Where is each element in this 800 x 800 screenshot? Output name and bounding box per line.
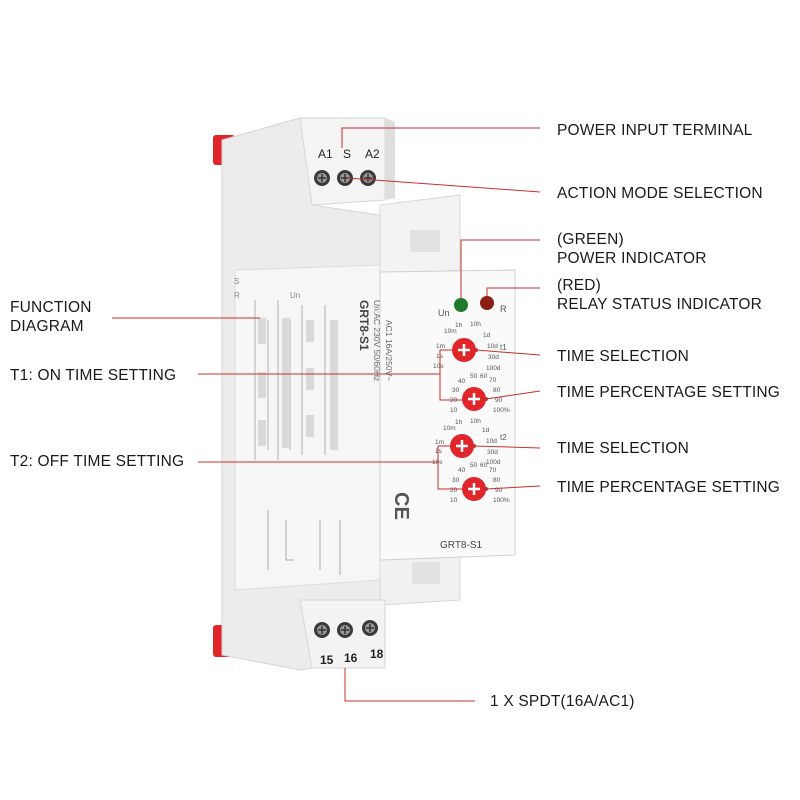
dial-label-t2: t2: [500, 433, 507, 442]
t2-percentage-dial[interactable]: [462, 477, 486, 501]
label-power-indicator-color: (GREEN): [557, 231, 624, 248]
svg-text:30: 30: [452, 387, 460, 394]
terminal-label-a1: A1: [318, 147, 333, 161]
svg-text:1m: 1m: [436, 343, 445, 350]
svg-text:100%: 100%: [493, 497, 510, 504]
svg-text:20: 20: [450, 487, 458, 494]
label-relay-status-color: (RED): [557, 277, 602, 294]
svg-text:1m: 1m: [435, 439, 444, 446]
side-label-S: S: [234, 277, 239, 286]
svg-text:100%: 100%: [493, 407, 510, 414]
terminal-label-18: 18: [370, 647, 384, 661]
svg-text:80: 80: [493, 477, 501, 484]
label-function-diagram-2: DIAGRAM: [10, 318, 84, 335]
power-led: [454, 298, 468, 312]
svg-text:40: 40: [458, 378, 466, 385]
svg-text:10s: 10s: [433, 363, 444, 370]
label-time-percentage-2: TIME PERCENTAGE SETTING: [557, 479, 781, 496]
label-action-mode-selection: ACTION MODE SELECTION: [557, 185, 763, 202]
svg-text:10: 10: [450, 497, 458, 504]
svg-text:1h: 1h: [455, 322, 463, 329]
svg-text:100d: 100d: [486, 365, 501, 372]
svg-text:10h: 10h: [470, 418, 481, 425]
led-label-un: Un: [438, 308, 450, 318]
svg-text:70: 70: [489, 467, 497, 474]
led-label-r: R: [500, 304, 507, 314]
dial-label-t1: t1: [500, 343, 507, 352]
svg-text:50: 50: [470, 462, 478, 469]
label-t2-off-time: T2: OFF TIME SETTING: [10, 453, 185, 470]
label-power-input-terminal: POWER INPUT TERMINAL: [557, 122, 753, 139]
svg-text:80: 80: [493, 387, 501, 394]
svg-text:1s: 1s: [435, 448, 443, 455]
label-t1-on-time: T1: ON TIME SETTING: [10, 367, 177, 384]
svg-text:10d: 10d: [486, 438, 497, 445]
svg-text:60: 60: [480, 373, 488, 380]
label-power-indicator-text: POWER INDICATOR: [557, 250, 707, 267]
terminal-label-s: S: [343, 147, 351, 161]
label-time-selection-1: TIME SELECTION: [557, 348, 689, 365]
label-power-indicator: (GREEN) POWER INDICATOR: [557, 230, 707, 268]
svg-text:90: 90: [495, 487, 503, 494]
t1-percentage-dial[interactable]: [462, 387, 486, 411]
terminal-label-16: 16: [344, 651, 358, 665]
svg-text:30d: 30d: [487, 449, 498, 456]
svg-text:10d: 10d: [487, 343, 498, 350]
svg-text:70: 70: [489, 377, 497, 384]
svg-text:10m: 10m: [444, 328, 457, 335]
ce-mark: CE: [390, 492, 412, 520]
t1-time-selection-dial[interactable]: [452, 338, 476, 362]
label-relay-status-indicator: (RED) RELAY STATUS INDICATOR: [557, 276, 762, 314]
svg-text:1d: 1d: [482, 427, 490, 434]
side-label-Un: Un: [290, 291, 300, 300]
label-function-diagram-1: FUNCTION: [10, 299, 92, 316]
side-spec-1: Un:AC 230V 50/60Hz: [372, 300, 382, 381]
label-spdt: 1 X SPDT(16A/AC1): [490, 693, 635, 710]
svg-text:60: 60: [480, 462, 488, 469]
svg-text:50: 50: [470, 373, 478, 380]
label-relay-status-text: RELAY STATUS INDICATOR: [557, 296, 763, 313]
side-spec-2: AC1 16A/250V~: [384, 320, 394, 381]
top-terminal-screws: [314, 170, 376, 186]
svg-text:10: 10: [450, 407, 458, 414]
side-label-R: R: [234, 291, 240, 300]
svg-text:90: 90: [495, 397, 503, 404]
svg-text:10m: 10m: [443, 425, 456, 432]
svg-text:1h: 1h: [455, 419, 463, 426]
label-time-selection-2: TIME SELECTION: [557, 440, 689, 457]
label-time-percentage-1: TIME PERCENTAGE SETTING: [557, 384, 781, 401]
svg-text:30: 30: [452, 477, 460, 484]
side-model-text: GRT8-S1: [357, 300, 371, 351]
svg-text:1d: 1d: [483, 332, 491, 339]
bottom-terminal-screws: [314, 620, 378, 638]
leader-lines: [112, 127, 541, 702]
t2-time-selection-dial[interactable]: [450, 434, 474, 458]
svg-text:10h: 10h: [470, 321, 481, 328]
svg-text:30d: 30d: [488, 354, 499, 361]
terminal-label-15: 15: [320, 653, 334, 667]
terminal-label-a2: A2: [365, 147, 380, 161]
contact-schematic: [267, 510, 341, 575]
relay-led: [480, 296, 494, 310]
svg-text:40: 40: [458, 467, 466, 474]
front-model-label: GRT8-S1: [440, 540, 482, 551]
label-function-diagram: FUNCTION DIAGRAM: [10, 298, 92, 336]
svg-text:100d: 100d: [486, 459, 501, 466]
